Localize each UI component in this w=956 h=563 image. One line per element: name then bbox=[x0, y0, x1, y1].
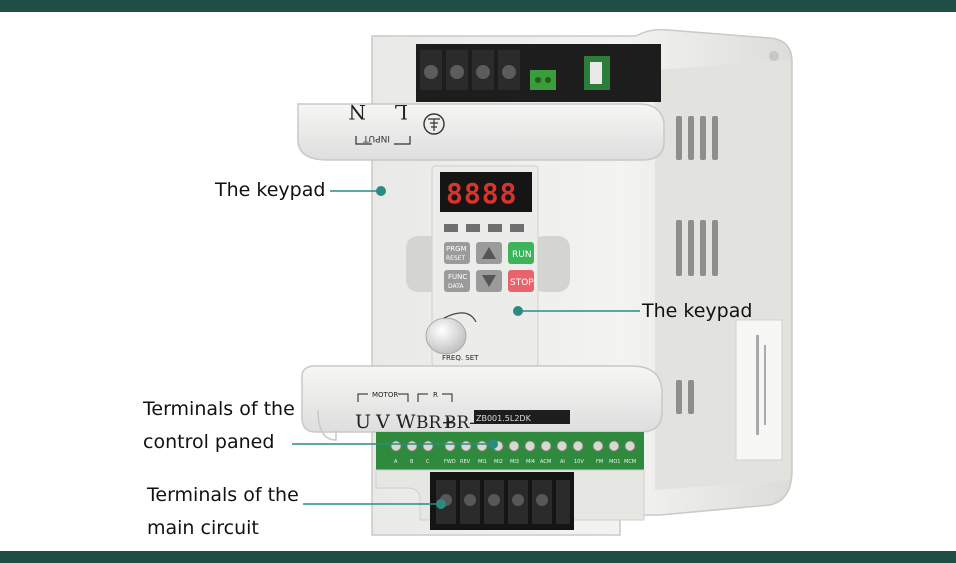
up-arrow-icon bbox=[482, 247, 496, 259]
freq-set-label: FREQ. SET bbox=[442, 354, 479, 362]
freq-set-knob[interactable] bbox=[425, 317, 467, 355]
bottom-frame-bar bbox=[0, 551, 956, 563]
led-digits: 8888 bbox=[446, 177, 517, 210]
main-terminals-callout-line1: Terminals of the bbox=[147, 484, 299, 506]
upper-cover bbox=[297, 103, 665, 161]
svg-text:FUNC: FUNC bbox=[448, 273, 467, 281]
control-terminals-callout-line1: Terminals of the bbox=[143, 398, 295, 420]
prgm-reset-button[interactable] bbox=[444, 242, 470, 264]
control-terminals-callout-line2: control paned bbox=[143, 431, 275, 453]
svg-text:BR+: BR+ bbox=[416, 413, 456, 433]
svg-text:B: B bbox=[410, 459, 414, 465]
svg-text:MI3: MI3 bbox=[510, 459, 519, 465]
keypad-callout-left: The keypad bbox=[215, 179, 326, 201]
indicator-leds bbox=[444, 224, 524, 232]
keypad-callout-right: The keypad bbox=[642, 300, 753, 322]
svg-text:DATA: DATA bbox=[448, 283, 464, 290]
r-label: R bbox=[433, 391, 438, 399]
motor-label: MOTOR bbox=[372, 391, 398, 399]
svg-text:ACM: ACM bbox=[540, 459, 551, 465]
svg-text:10V: 10V bbox=[574, 459, 584, 465]
main-circuit-terminals bbox=[436, 480, 570, 524]
pcb-strip bbox=[474, 410, 570, 424]
main-terminals-callout-line2: main circuit bbox=[147, 517, 259, 539]
input-l-label: L bbox=[395, 100, 408, 124]
side-vents bbox=[676, 116, 718, 414]
svg-text:W: W bbox=[396, 411, 416, 433]
svg-text:RESET: RESET bbox=[446, 255, 466, 262]
run-button[interactable] bbox=[508, 242, 534, 264]
control-terminal-labels: A B C FWD REV MI1 MI2 MI3 MI4 ACM AI 10V… bbox=[394, 459, 636, 465]
svg-text:MCM: MCM bbox=[624, 459, 636, 465]
mount-hole bbox=[769, 51, 779, 61]
down-arrow-icon bbox=[482, 275, 496, 287]
svg-text:C: C bbox=[426, 459, 430, 465]
callout-leaders bbox=[292, 186, 640, 509]
input-n-label: N bbox=[349, 100, 367, 124]
svg-text:MI4: MI4 bbox=[526, 459, 535, 465]
ground-icon bbox=[423, 113, 445, 135]
svg-text:RUN: RUN bbox=[512, 250, 532, 260]
right-grip-slot bbox=[532, 236, 570, 292]
svg-text:STOP: STOP bbox=[510, 278, 534, 288]
svg-text:MI2: MI2 bbox=[494, 459, 503, 465]
svg-text:MI1: MI1 bbox=[478, 459, 487, 465]
svg-text:MO1: MO1 bbox=[609, 459, 620, 465]
top-frame-bar bbox=[0, 0, 956, 12]
green-connector bbox=[530, 70, 556, 90]
svg-text:PRGM: PRGM bbox=[446, 245, 467, 253]
stop-button[interactable] bbox=[508, 270, 534, 292]
svg-text:AI: AI bbox=[560, 459, 565, 465]
control-terminal-screws bbox=[390, 440, 636, 452]
func-data-button[interactable] bbox=[444, 270, 470, 292]
output-terminal-labels: U V W BR+ BR- bbox=[355, 411, 475, 433]
svg-text:FWD: FWD bbox=[444, 459, 456, 465]
lower-cover bbox=[301, 365, 663, 433]
svg-text:V: V bbox=[375, 411, 390, 433]
svg-text:BR-: BR- bbox=[444, 413, 475, 433]
svg-text:FM: FM bbox=[596, 459, 603, 465]
led-display bbox=[440, 172, 532, 212]
pcb-code: ZB001.5L2DK bbox=[476, 414, 532, 423]
top-power-terminals bbox=[420, 50, 520, 90]
svg-text:U: U bbox=[355, 411, 371, 433]
input-label: INPUT bbox=[363, 133, 390, 143]
svg-text:REV: REV bbox=[460, 459, 471, 465]
svg-text:A: A bbox=[394, 459, 398, 465]
